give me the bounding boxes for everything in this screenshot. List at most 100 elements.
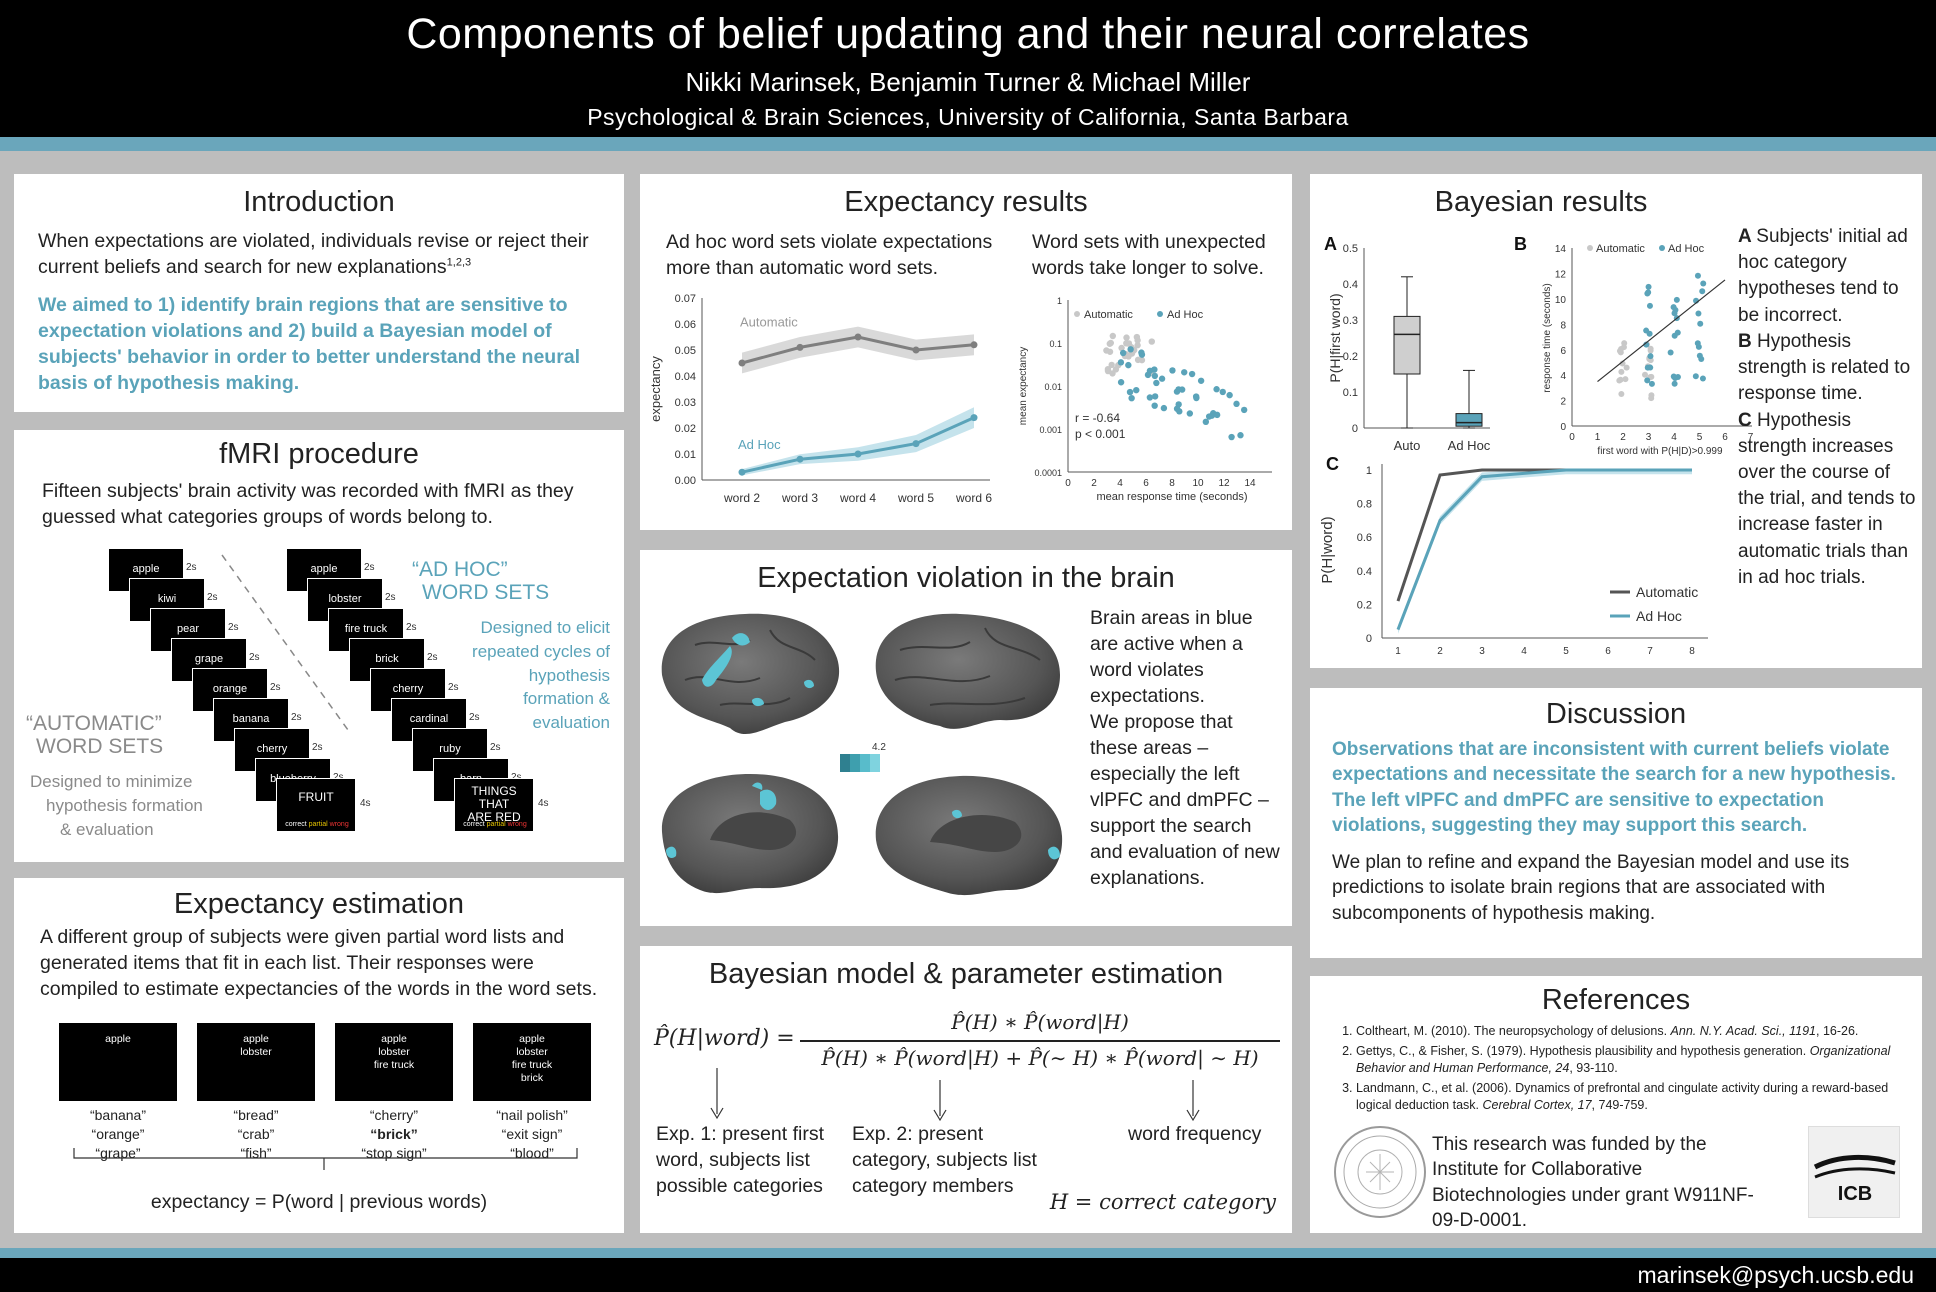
y-tick-label: 2 bbox=[1560, 397, 1566, 408]
references-list: Coltheart, M. (2010). The neuropsycholog… bbox=[1310, 1017, 1922, 1115]
partial-list-word: apple bbox=[519, 1033, 545, 1045]
scatter-point-adhoc bbox=[1699, 288, 1706, 295]
divider-dashed-line bbox=[221, 554, 349, 731]
estimation-title: Expectancy estimation bbox=[173, 888, 465, 920]
y-tick-label: 0.8 bbox=[1357, 499, 1372, 511]
bayes-description-item: C Hypothesis strength increases over the… bbox=[1738, 408, 1918, 592]
x-tick-label: 2 bbox=[1437, 646, 1443, 657]
x-tick-label: 8 bbox=[1169, 478, 1175, 489]
duration-label: 2s bbox=[291, 712, 302, 723]
y-tick-label: 14 bbox=[1555, 244, 1567, 255]
scatter-point-adhoc bbox=[1673, 296, 1680, 303]
duration-label-final: 4s bbox=[360, 798, 371, 809]
duration-label: 2s bbox=[448, 682, 459, 693]
introduction-title: Introduction bbox=[243, 186, 395, 218]
adhoc-description-line: repeated cycles of bbox=[472, 641, 610, 661]
bottom-stripe bbox=[0, 1248, 1936, 1258]
estimation-bracket bbox=[73, 1148, 578, 1170]
y-tick-label: 0 bbox=[1366, 633, 1372, 645]
x-tick-label: 12 bbox=[1218, 478, 1230, 489]
duration-label: 2s bbox=[249, 652, 260, 663]
scatter-point-adhoc bbox=[1117, 359, 1125, 366]
scatter-point-automatic bbox=[1618, 390, 1625, 397]
response-item: “crab” bbox=[237, 1125, 275, 1142]
duration-label: 2s bbox=[469, 712, 480, 723]
partial-list-word: brick bbox=[520, 1072, 544, 1085]
icb-logo-text: ICB bbox=[1837, 1183, 1873, 1205]
discussion-panel: Discussion Observations that are inconsi… bbox=[1310, 688, 1922, 958]
contact-email[interactable]: marinsek@psych.ucsb.edu bbox=[1637, 1262, 1914, 1288]
automatic-label: “AUTOMATIC” WORD SETS bbox=[26, 712, 163, 758]
response-item: “banana” bbox=[89, 1107, 147, 1123]
y-axis-label: expectancy bbox=[648, 356, 663, 422]
response-item: “grape” bbox=[95, 1144, 141, 1161]
reference-item: Coltheart, M. (2010). The neuropsycholog… bbox=[1356, 1023, 1902, 1041]
automatic-label-line1: “AUTOMATIC” bbox=[26, 712, 162, 735]
scatter-point-automatic bbox=[1616, 377, 1623, 384]
reference-item: Landmann, C., et al. (2006). Dynamics of… bbox=[1356, 1080, 1902, 1115]
duration-label: 2s bbox=[207, 592, 218, 603]
scatter-point-adhoc bbox=[1648, 380, 1655, 387]
responses: “banana” “orange” “grape” bbox=[59, 1106, 177, 1163]
correlation-p: p < 0.001 bbox=[1075, 427, 1126, 441]
scatter-point-adhoc bbox=[1176, 408, 1183, 415]
model-h-definition: H = correct category bbox=[1049, 1190, 1276, 1214]
data-point bbox=[854, 333, 862, 341]
y-tick-label: 0.02 bbox=[675, 423, 696, 435]
duration-label: 2s bbox=[427, 652, 438, 663]
scatter-point-adhoc bbox=[1671, 380, 1678, 387]
category-answer: FRUIT bbox=[298, 790, 334, 804]
fraction-line bbox=[800, 1040, 1280, 1042]
x-tick-label: 0 bbox=[1065, 478, 1071, 489]
x-tick-label: 2 bbox=[1620, 432, 1626, 443]
response-item: “cherry” bbox=[369, 1107, 419, 1123]
bayes-description-letter: C bbox=[1738, 409, 1757, 431]
responses: “cherry”“brick”“stop sign” bbox=[335, 1106, 453, 1163]
bayes-description-text: Hypothesis strength increases over the c… bbox=[1738, 409, 1916, 588]
x-tick-label: Ad Hoc bbox=[1448, 438, 1491, 453]
y-axis-label: response time (seconds) bbox=[1542, 283, 1553, 393]
duration-label: 2s bbox=[186, 562, 197, 573]
legend-marker-adhoc bbox=[1659, 245, 1665, 251]
y-tick-label: 0.1 bbox=[1049, 339, 1062, 349]
response-item: “orange” bbox=[91, 1125, 145, 1142]
reference-text: Gettys, C., & Fisher, S. (1979). Hypothe… bbox=[1356, 1043, 1810, 1058]
y-tick-label: 0.4 bbox=[1357, 566, 1372, 578]
model-exp1: Exp. 1: present first word, subjects lis… bbox=[656, 1123, 824, 1197]
scatter-point-adhoc bbox=[1210, 410, 1217, 417]
references-title: References bbox=[1541, 984, 1691, 1016]
scatter-point-adhoc bbox=[1151, 402, 1158, 409]
bayes-description-letter: B bbox=[1738, 330, 1757, 352]
scatter-point-automatic bbox=[1134, 356, 1142, 364]
adhoc-description-line: hypothesis bbox=[528, 665, 610, 685]
category-answer: THINGS THAT bbox=[471, 784, 517, 812]
partial-list-word: apple bbox=[105, 1033, 131, 1045]
x-tick-label: word 3 bbox=[781, 491, 818, 505]
x-tick-label: 2 bbox=[1091, 478, 1097, 489]
adhoc-label-line1: “AD HOC” bbox=[412, 558, 508, 581]
scatter-point-adhoc bbox=[1197, 377, 1205, 384]
x-tick-label: 7 bbox=[1748, 432, 1754, 443]
y-tick-label: 1 bbox=[1366, 465, 1372, 477]
partial-list-word: lobster bbox=[516, 1046, 548, 1059]
responses: “nail polish”“exit sign”“blood” bbox=[473, 1106, 591, 1163]
scatter-point-adhoc bbox=[1160, 404, 1168, 412]
x-axis-label: first word with P(H|D)>0.999 bbox=[1597, 446, 1723, 456]
y-tick-label: 10 bbox=[1555, 295, 1567, 306]
x-tick-label: 8 bbox=[1689, 646, 1695, 657]
scatter-point-adhoc bbox=[1645, 283, 1652, 290]
scatter-point-adhoc bbox=[1119, 349, 1127, 357]
regression-line bbox=[1597, 279, 1726, 383]
y-tick-label: 0.001 bbox=[1039, 425, 1062, 435]
legend-adhoc: Ad Hoc bbox=[1668, 243, 1705, 255]
duration-label: 2s bbox=[385, 592, 396, 603]
legend-marker-automatic bbox=[1074, 311, 1080, 317]
scatter-point-adhoc bbox=[1127, 346, 1134, 353]
